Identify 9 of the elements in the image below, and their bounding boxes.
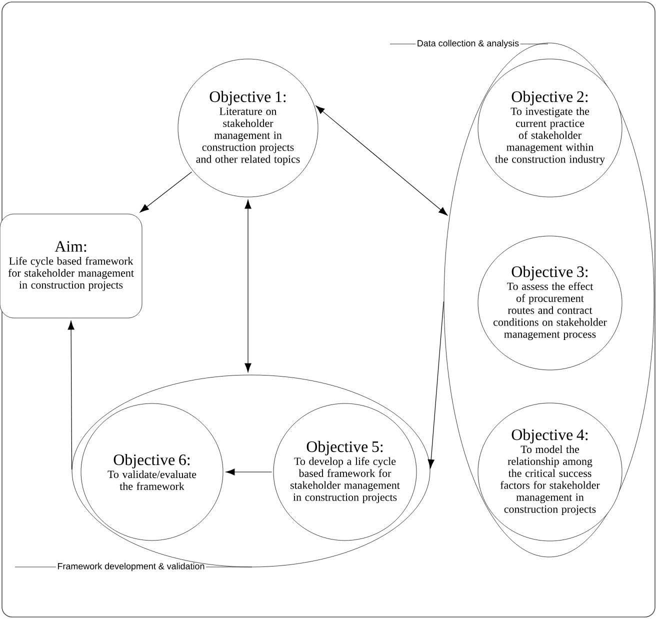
arrow <box>226 468 272 476</box>
arrow <box>316 106 448 216</box>
group-label: Data collection & analysis <box>390 40 548 48</box>
arrow <box>68 320 74 470</box>
group-label: Framework development & validation <box>14 562 252 572</box>
aim-box: Aim: Life cycle based framework for stakeholder management in construction projects <box>0 214 142 318</box>
arrow <box>140 172 192 212</box>
arrow <box>428 301 444 468</box>
arrow <box>244 200 252 372</box>
